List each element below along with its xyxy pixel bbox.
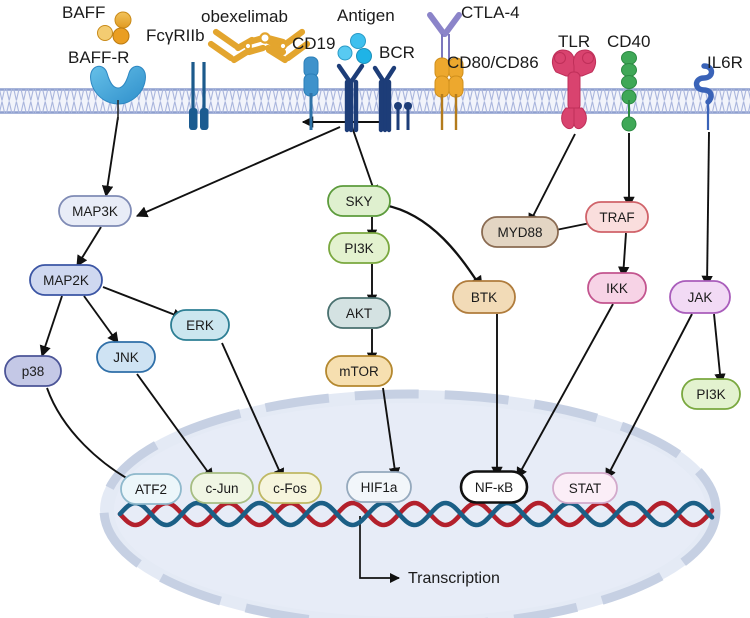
- bcr-receptor-icon: [336, 63, 397, 133]
- label-antigen: Antigen: [337, 6, 395, 25]
- node-label: JAK: [688, 290, 713, 305]
- node-ikk[interactable]: IKK: [587, 272, 647, 304]
- pathway-node-layer: MAP3K MAP2K p38 JNK ERK SKY PI3K AKT mTOR BTK MYD8…: [4, 185, 741, 505]
- node-hif1a[interactable]: HIF1a: [346, 471, 412, 503]
- node-shape: [346, 471, 412, 503]
- node-map2k[interactable]: MAP2K: [29, 264, 103, 296]
- node-atf2[interactable]: ATF2: [120, 473, 182, 505]
- node-label: c-Jun: [205, 481, 238, 496]
- node-label: STAT: [569, 481, 602, 496]
- label-il6r: IL6R: [707, 53, 743, 72]
- node-shape: [681, 378, 741, 410]
- label-bcr: BCR: [379, 43, 415, 62]
- node-map3k[interactable]: MAP3K: [58, 195, 132, 227]
- cd80-cd86-icon: [434, 57, 464, 130]
- node-label: IKK: [606, 281, 628, 296]
- node-traf[interactable]: TRAF: [585, 201, 649, 233]
- node-shape: [96, 341, 156, 373]
- fcgr2b-receptor-icon: [189, 62, 209, 130]
- antigen-ligand-icon: [337, 33, 372, 64]
- node-label: HIF1a: [361, 480, 398, 495]
- node-shape: [669, 280, 731, 314]
- node-shape: [552, 472, 618, 504]
- node-pi3k2[interactable]: PI3K: [681, 378, 741, 410]
- node-jnk[interactable]: JNK: [96, 341, 156, 373]
- node-shape: [258, 472, 322, 504]
- label-cd19: CD19: [292, 34, 336, 53]
- node-label: AKT: [346, 306, 372, 321]
- label-baff: BAFF: [62, 3, 106, 22]
- node-nfkb[interactable]: NF-κB: [459, 470, 529, 504]
- node-myd88[interactable]: MYD88: [481, 216, 559, 248]
- node-shape: [58, 195, 132, 227]
- node-p38[interactable]: p38: [4, 355, 62, 387]
- node-pi3k1[interactable]: PI3K: [328, 232, 390, 264]
- obexelimab-hinge: [244, 32, 287, 50]
- label-tlr: TLR: [558, 32, 591, 51]
- node-mtor[interactable]: mTOR: [325, 355, 393, 387]
- cd19-receptor-icon: [303, 56, 319, 130]
- node-shape: [190, 472, 254, 504]
- node-akt[interactable]: AKT: [327, 297, 391, 329]
- node-shape: [120, 473, 182, 505]
- label-obexelimab: obexelimab: [201, 7, 288, 26]
- node-shape: [327, 185, 391, 217]
- node-shape: [29, 264, 103, 296]
- node-label: JNK: [113, 350, 139, 365]
- node-label: MAP3K: [72, 204, 118, 219]
- dna-helix: [117, 500, 715, 528]
- label-fcgr2b: FcγRIIb: [146, 26, 205, 45]
- node-label: PI3K: [696, 387, 725, 402]
- node-shape: [4, 355, 62, 387]
- il6r-receptor-icon: [693, 63, 715, 105]
- node-shape: [585, 201, 649, 233]
- node-cfos[interactable]: c-Fos: [258, 472, 322, 504]
- node-jak[interactable]: JAK: [669, 280, 731, 314]
- cd40-receptor-icon: [621, 51, 637, 132]
- node-label: MAP2K: [43, 273, 89, 288]
- ctla4-icon: [427, 12, 462, 37]
- label-baff-r: BAFF-R: [68, 48, 130, 67]
- node-label: ATF2: [135, 482, 167, 497]
- signal-arrows: [39, 116, 726, 584]
- node-shape: [459, 470, 529, 504]
- node-btk[interactable]: BTK: [452, 280, 516, 314]
- node-shape: [587, 272, 647, 304]
- node-label: PI3K: [344, 241, 373, 256]
- node-sky[interactable]: SKY: [327, 185, 391, 217]
- node-shape: [327, 297, 391, 329]
- node-label: TRAF: [599, 210, 634, 225]
- node-label: mTOR: [339, 364, 379, 379]
- node-label: BTK: [471, 290, 497, 305]
- node-shape: [328, 232, 390, 264]
- ctla4-stalk: [441, 34, 450, 62]
- baff-receptor-icon: [90, 65, 146, 120]
- bcr-iga-igb-icon: [394, 102, 412, 130]
- label-cd80-cd86: CD80/CD86: [447, 53, 539, 72]
- node-label: MYD88: [497, 225, 542, 240]
- node-cjun[interactable]: c-Jun: [190, 472, 254, 504]
- node-shape: [452, 280, 516, 314]
- node-stat[interactable]: STAT: [552, 472, 618, 504]
- transcription-label: Transcription: [408, 570, 500, 587]
- node-label: p38: [22, 364, 45, 379]
- node-shape: [325, 355, 393, 387]
- node-shape: [481, 216, 559, 248]
- node-label: ERK: [186, 318, 214, 333]
- node-erk[interactable]: ERK: [170, 309, 230, 341]
- node-label: c-Fos: [273, 481, 307, 496]
- node-label: NF-κB: [475, 480, 513, 495]
- node-shape: [170, 309, 230, 341]
- label-cd40: CD40: [607, 32, 651, 51]
- node-label: SKY: [345, 194, 372, 209]
- label-ctla4: CTLA-4: [461, 3, 520, 22]
- tlr-receptor-icon: [552, 49, 596, 130]
- baff-ligand-icon: [97, 11, 132, 45]
